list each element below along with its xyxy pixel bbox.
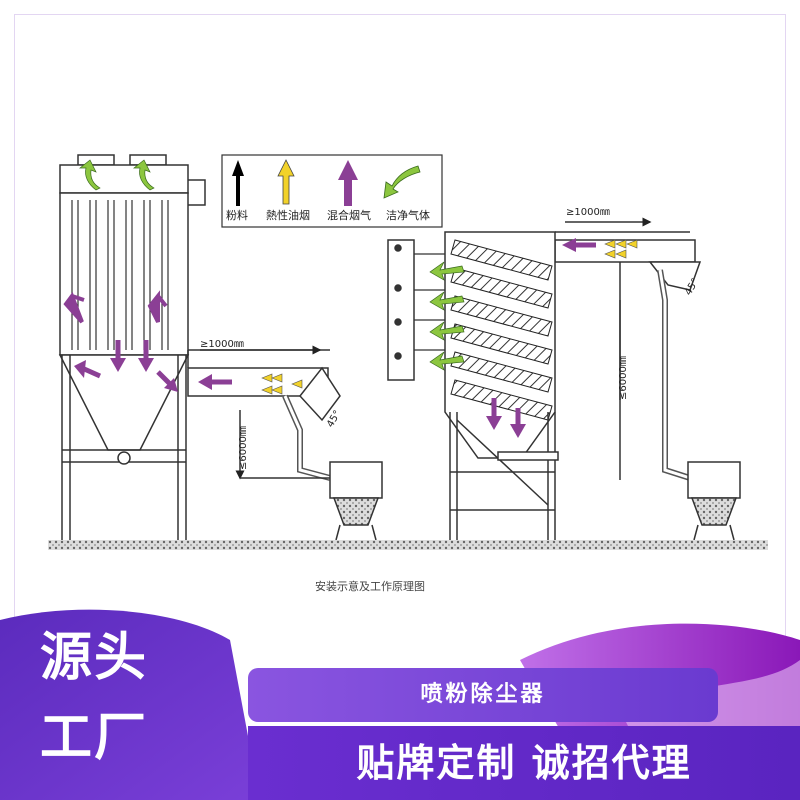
- green-curved-arrow-icon: [383, 165, 421, 199]
- legend-label-clean-gas: 洁净气体: [386, 208, 430, 222]
- banner-source-text: 源头: [40, 628, 149, 688]
- slogan-pill: 贴牌定制 诚招代理: [248, 726, 800, 800]
- legend-label-hot-oil-smoke: 熱性油烟: [266, 208, 310, 222]
- slogan-text: 贴牌定制 诚招代理: [356, 741, 692, 785]
- legend-label-powder: 粉料: [226, 208, 248, 222]
- black-arrow-up-icon: [232, 160, 244, 206]
- yellow-arrow-up-icon: [277, 159, 295, 205]
- left-horizontal-dimension: ≥1000㎜: [200, 339, 244, 350]
- legend-box: 粉料 熱性油烟 混合烟气 洁净气体: [221, 154, 443, 228]
- product-name: 喷粉除尘器: [420, 682, 546, 707]
- legend-label-mixed-gas: 混合烟气: [327, 208, 371, 222]
- right-dust-collector: [387, 217, 741, 541]
- left-ground: [48, 540, 408, 550]
- installation-diagram: 粉料 熱性油烟 混合烟气 洁净气体: [48, 154, 768, 550]
- right-ground: [408, 540, 768, 550]
- right-flow-arrows: [429, 238, 638, 438]
- diagram-caption: 安装示意及工作原理图: [315, 580, 425, 593]
- left-flow-arrows: [63, 159, 303, 395]
- banner-factory-text: 工厂: [40, 708, 149, 768]
- right-horizontal-dimension: ≥1000㎜: [566, 207, 610, 218]
- product-name-pill: 喷粉除尘器: [248, 668, 718, 722]
- right-vertical-dimension: ≤6000㎜: [618, 356, 629, 400]
- left-vertical-dimension: ≤6000㎜: [238, 426, 249, 470]
- purple-arrow-up-icon: [338, 160, 358, 206]
